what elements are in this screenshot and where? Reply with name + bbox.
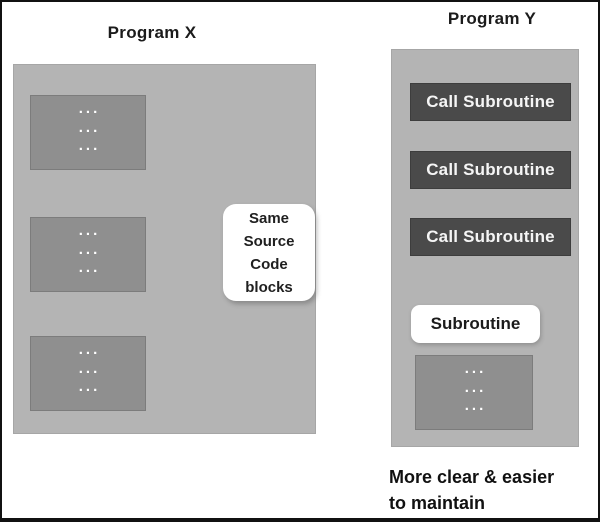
same-source-code-callout: Same Source Code blocks xyxy=(223,204,315,301)
code-dots: ... xyxy=(78,340,101,358)
code-dots: ... xyxy=(78,221,101,239)
caption-line: More clear & easier xyxy=(389,467,555,487)
call-subroutine-box: Call Subroutine xyxy=(410,83,571,121)
callout-line: Source xyxy=(243,232,295,250)
code-dots: ... xyxy=(78,359,101,377)
callout-line: Same xyxy=(248,209,290,227)
callout-line: Code xyxy=(250,255,288,273)
code-block: ... ... ... xyxy=(30,95,146,170)
code-dots: ... xyxy=(464,359,487,377)
code-dots: ... xyxy=(78,240,101,258)
code-dots: ... xyxy=(78,137,101,155)
subroutine-box: Subroutine xyxy=(411,305,540,343)
program-x-title: Program X xyxy=(107,23,197,42)
code-dots: ... xyxy=(78,378,101,396)
callout-line: blocks xyxy=(245,278,293,296)
code-block: ... ... ... xyxy=(415,355,533,430)
code-block: ... ... ... xyxy=(30,336,146,411)
code-block: ... ... ... xyxy=(30,217,146,292)
program-y-container: Call Subroutine Call Subroutine Call Sub… xyxy=(391,49,579,447)
code-dots: ... xyxy=(464,397,487,415)
code-dots: ... xyxy=(78,118,101,136)
code-dots: ... xyxy=(78,259,101,277)
caption-text: More clear & easier to maintain xyxy=(389,464,589,516)
call-subroutine-box: Call Subroutine xyxy=(410,151,571,189)
code-dots: ... xyxy=(464,378,487,396)
caption-line: to maintain xyxy=(389,493,486,513)
call-subroutine-box: Call Subroutine xyxy=(410,218,571,256)
program-y-title: Program Y xyxy=(447,9,537,28)
code-dots: ... xyxy=(78,99,101,117)
